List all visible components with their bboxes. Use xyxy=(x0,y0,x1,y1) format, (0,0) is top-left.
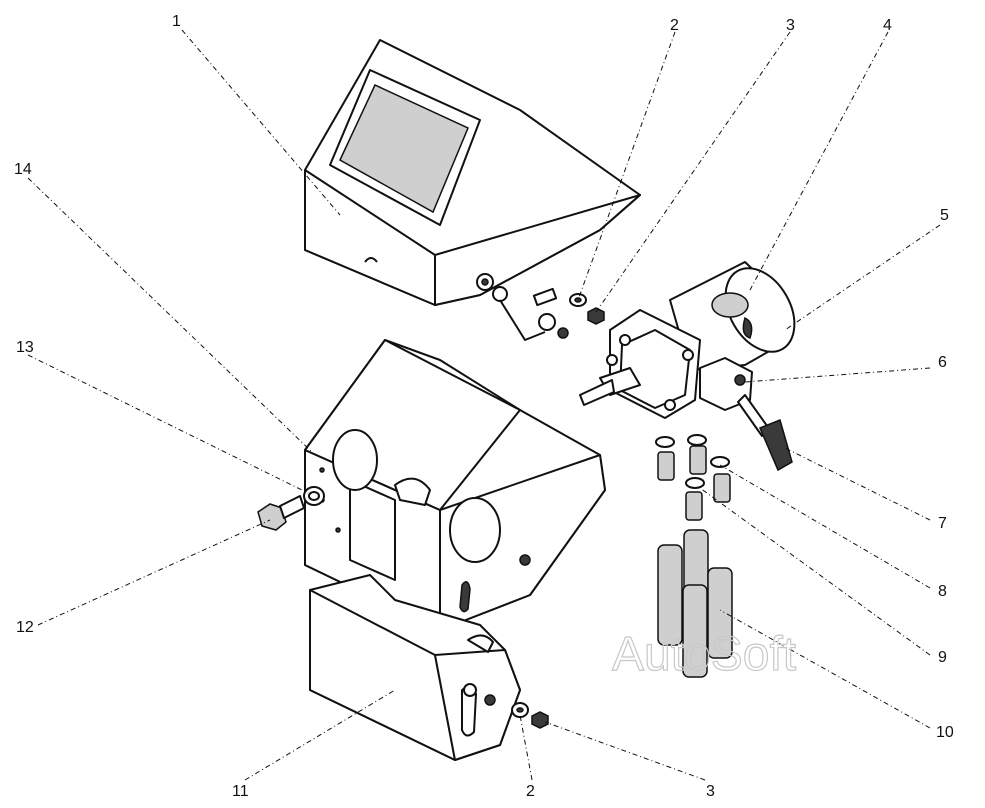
main-bracket-frame xyxy=(304,339,606,631)
washer-left xyxy=(303,486,325,506)
callout-3-bottom: 3 xyxy=(706,783,715,800)
washer-top xyxy=(569,293,587,307)
callout-3-top: 3 xyxy=(786,17,795,34)
hose-assembly xyxy=(657,529,733,678)
motor-unit xyxy=(669,261,796,371)
upper-cover-housing xyxy=(304,39,641,306)
callout-13: 13 xyxy=(16,339,34,356)
housing-bolt xyxy=(492,286,569,341)
callout-8: 8 xyxy=(938,583,947,600)
mounting-bolt xyxy=(257,495,305,531)
callout-9: 9 xyxy=(938,649,947,666)
callout-10: 10 xyxy=(936,724,954,741)
watermark: AutoSoft xyxy=(612,628,796,681)
nut-bottom xyxy=(531,711,549,729)
pump-flange xyxy=(579,309,701,419)
callout-5: 5 xyxy=(940,207,949,224)
fittings-washers xyxy=(655,434,731,521)
callout-6: 6 xyxy=(938,354,947,371)
callout-4: 4 xyxy=(883,17,892,34)
nut-top xyxy=(587,307,605,325)
callout-1: 1 xyxy=(172,13,181,30)
lower-cover xyxy=(309,574,521,761)
leader-lines xyxy=(27,29,941,781)
callout-2-bottom: 2 xyxy=(526,783,535,800)
callout-12: 12 xyxy=(16,619,34,636)
callout-11: 11 xyxy=(232,783,249,800)
washer-bottom xyxy=(511,702,529,718)
callout-7: 7 xyxy=(938,515,947,532)
callout-numbers: 1 2 3 4 5 6 7 8 9 10 11 12 13 14 2 3 xyxy=(14,13,954,800)
callout-2-top: 2 xyxy=(670,17,679,34)
lever-arm xyxy=(737,394,793,472)
switch-block xyxy=(699,357,753,411)
callout-14: 14 xyxy=(14,161,32,178)
